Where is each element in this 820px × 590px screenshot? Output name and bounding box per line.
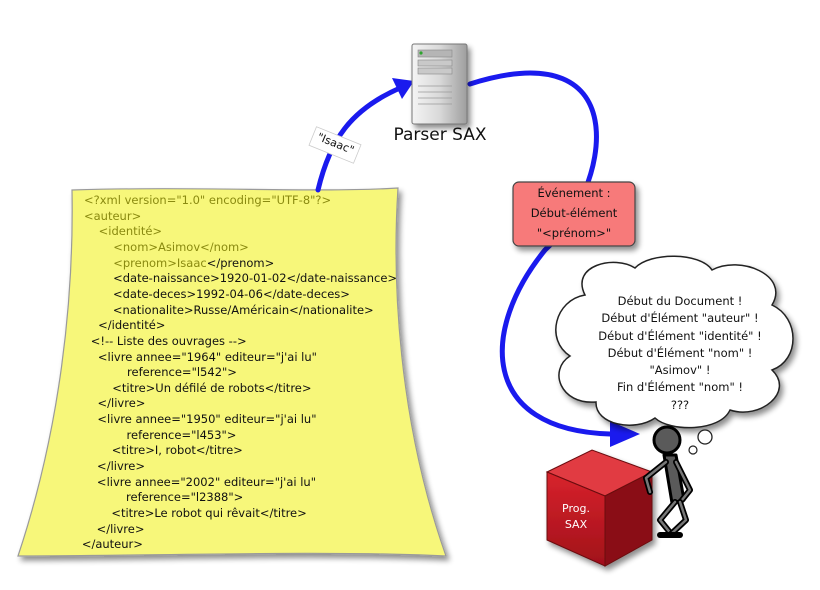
isaac-tag [308,126,362,164]
parser-label: Parser SAX [393,125,487,145]
thought-bubble-text: Début du Document ! Début d'Élément "aut… [575,293,785,414]
xml-unparsed-text: <titre>Le robot qui rêvait</titre> [82,506,307,520]
xml-parsed-text: <auteur> [84,208,142,223]
bubble-line: Fin d'Élément "nom" ! [616,380,744,395]
xml-line: <nom>Asimov</nom> [84,240,249,256]
xml-unparsed-text: <date-naissance>1920-01-02</date-naissan… [83,271,398,286]
xml-line: </identité> [83,318,166,334]
arrow-document-to-parser [315,85,403,193]
xml-line: <identité> [84,224,162,240]
xml-unparsed-text: <titre>Un défilé de robots</titre> [83,380,312,395]
xml-unparsed-text: <!-- Liste des ouvrages --> [83,333,247,348]
arrow-head-program [610,421,640,447]
xml-line: <?xml version="1.0" encoding="UTF-8"?> [84,193,331,209]
xml-unparsed-text: </auteur> [81,537,143,552]
thought-bubble [555,255,794,429]
bubble-line: "Asimov" ! [649,363,711,378]
program-box-line2: SAX [564,518,588,531]
xml-line: <titre>I, robot</titre> [83,443,243,459]
xml-unparsed-text: </prenom> [206,255,275,270]
xml-parsed-text: <nom>Asimov</nom> [84,239,249,254]
xml-line: </livre> [83,396,146,412]
xml-line: <prenom>Isaac</prenom> [84,256,274,272]
xml-line: <titre>Un défilé de robots</titre> [83,381,311,397]
event-box-line3: "<prénom>" [536,226,612,240]
xml-unparsed-text: <livre annee="1964" editeur="j'ai lu" [83,349,317,364]
xml-unparsed-text: <date-deces>1992-04-06</date-deces> [83,286,350,301]
xml-document-sheet [17,187,447,557]
xml-line: </auteur> [82,537,143,553]
xml-unparsed-text: reference="l453"> [82,427,237,442]
xml-line: <livre annee="2002" editeur="j'ai lu" [82,475,316,491]
thought-bubble-dot-small [688,445,698,455]
xml-line: <livre annee="1950" editeur="j'ai lu" [82,412,317,428]
event-box [512,181,636,247]
event-box-line1: Événement : [537,186,611,200]
xml-unparsed-text: </identité> [83,318,166,333]
xml-unparsed-text: <livre annee="2002" editeur="j'ai lu" [82,474,317,489]
xml-line: reference="l542"> [83,365,237,381]
xml-unparsed-text: <titre>I, robot</titre> [82,443,243,458]
bubble-line: ??? [670,397,690,412]
xml-line: <livre annee="1964" editeur="j'ai lu" [83,350,317,366]
xml-unparsed-text: </livre> [82,396,146,411]
bubble-line: Début d'Élément "auteur" ! [601,311,759,326]
arrow-head-parser [392,78,414,99]
xml-line: reference="l453"> [83,428,237,444]
xml-line: <titre>Le robot qui rêvait</titre> [82,506,307,522]
xml-parsed-text: <prenom>Isaac [84,255,207,270]
bubble-line: Début du Document ! [617,294,743,308]
xml-unparsed-text: reference="l542"> [83,365,237,380]
thought-bubble-dot-large [697,429,713,445]
xml-line: <auteur> [84,209,141,225]
xml-unparsed-text: <nationalite>Russe/Américain</nationalit… [83,302,374,317]
server-icon [411,43,468,125]
xml-line: <date-deces>1992-04-06</date-deces> [84,287,350,303]
xml-line: reference="l2388"> [82,490,243,506]
program-box [545,449,654,567]
xml-unparsed-text: <livre annee="1950" editeur="j'ai lu" [82,412,317,427]
xml-line: </livre> [82,522,145,538]
xml-line: </livre> [82,459,145,475]
program-box-line1: Prog. [562,502,590,515]
xml-parsed-text: <identité> [84,224,163,239]
xml-line: <date-naissance>1920-01-02</date-naissan… [84,271,397,287]
xml-line: <!-- Liste des ouvrages --> [83,333,247,350]
xml-unparsed-text: </livre> [81,521,145,536]
bubble-line: Début d'Élément "nom" ! [607,345,753,360]
arrow-parser-to-program [467,70,613,437]
event-box-line2: Début-élément [530,206,618,220]
xml-unparsed-text: </livre> [82,459,145,474]
xml-line: <nationalite>Russe/Américain</nationalit… [84,303,374,319]
xml-parsed-text: <?xml version="1.0" encoding="UTF-8"?> [84,193,332,207]
bubble-line: Début d'Élément "identité" ! [598,328,762,343]
xml-unparsed-text: reference="l2388"> [82,490,244,505]
user-figure-icon [643,425,693,538]
